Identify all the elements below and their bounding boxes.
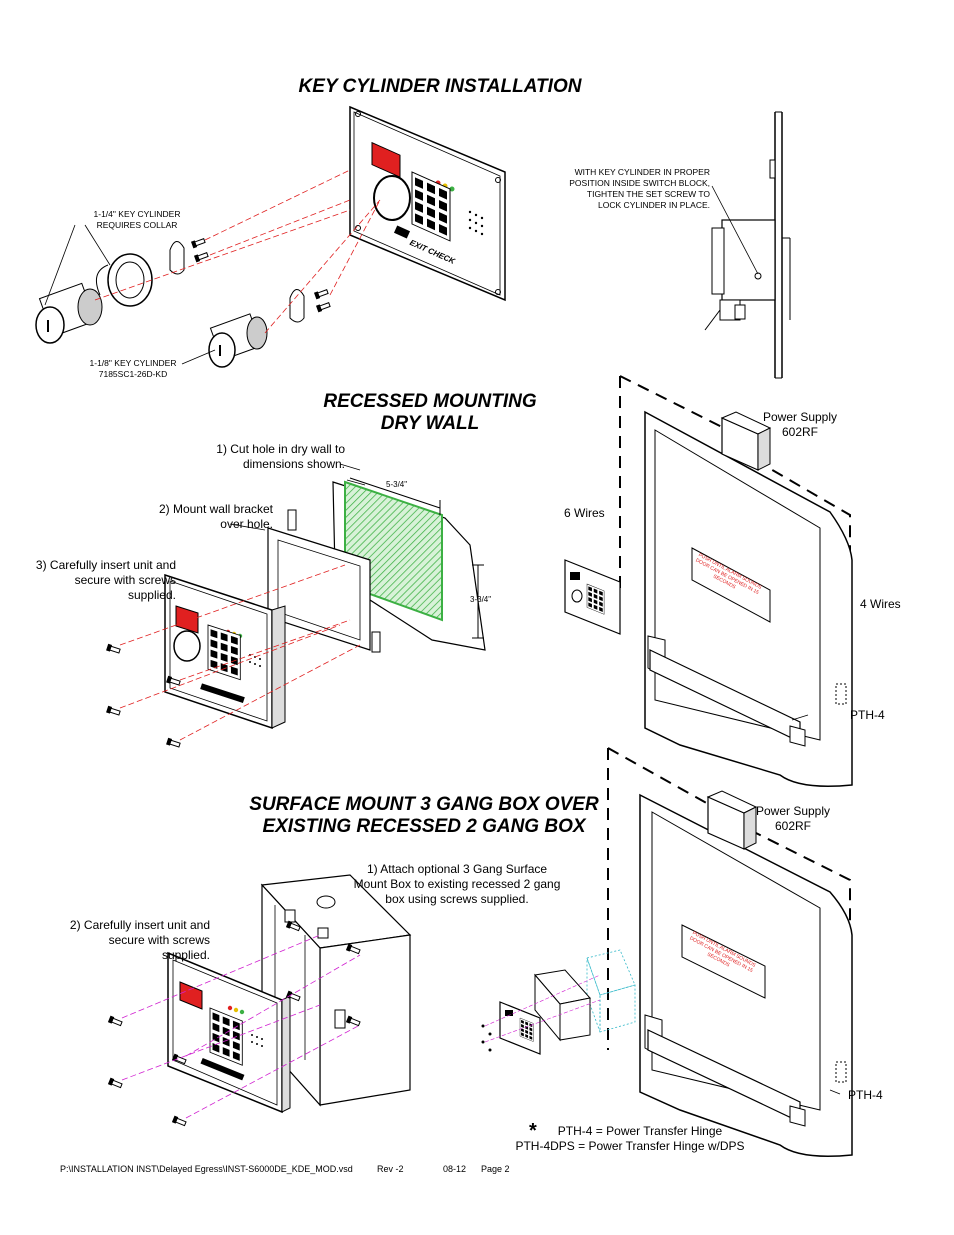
step-attach-box-line1: 1) Attach optional 3 Gang Surface — [366, 862, 548, 876]
step-insert-unit: 3) Carefully insert unit and secure with… — [10, 558, 176, 603]
footer-rev: Rev -2 — [377, 1164, 404, 1174]
step-mount-bracket-line1: 2) Mount wall bracket — [158, 502, 273, 516]
dim-width: 5-3/4" — [386, 480, 408, 489]
step-attach-box-line3: box using screws supplied. — [385, 892, 529, 906]
step-insert-unit-line3: supplied. — [127, 588, 176, 602]
label-power-supply-1: Power Supply 602RF — [745, 410, 855, 440]
title-surface: SURFACE MOUNT 3 GANG BOX OVER EXISTING R… — [235, 794, 613, 838]
step-mount-bracket-line2: over hole. — [220, 517, 273, 531]
step-insert-surface-unit-line1: 2) Carefully insert unit and — [69, 918, 210, 932]
legend-line2: PTH-4DPS = Power Transfer Hinge w/DPS — [515, 1139, 745, 1153]
label-collar: 1-1/4" KEY CYLINDER REQUIRES COLLAR — [62, 209, 212, 231]
step-insert-unit-line1: 3) Carefully insert unit and — [35, 558, 176, 572]
step-attach-box-line2: Mount Box to existing recessed 2 gang — [353, 877, 561, 891]
legend-star-icon: * — [529, 1120, 537, 1142]
label-power-supply-2-line2: 602RF — [774, 819, 812, 833]
label-pth-1: PTH-4 — [850, 708, 885, 722]
label-power-supply-2-line1: Power Supply — [755, 804, 831, 818]
surface-unit — [107, 920, 362, 1128]
step-insert-surface-unit-line3: supplied. — [161, 948, 210, 962]
door-recessed — [564, 375, 853, 787]
key-cylinder-parts — [35, 169, 381, 368]
switch-block-side-view — [704, 111, 791, 379]
recessed-unit — [105, 564, 361, 749]
step-attach-box: 1) Attach optional 3 Gang Surface Mount … — [330, 862, 584, 907]
label-power-supply-2: Power Supply 602RF — [738, 804, 848, 834]
title-recessed: RECESSED MOUNTING DRY WALL — [285, 391, 575, 435]
label-cylinder-line2: 7185SC1-26D-KD — [98, 369, 168, 379]
label-cylinder-line1: 1-1/8" KEY CYLINDER — [89, 358, 177, 368]
step-mount-bracket: 2) Mount wall bracket over hole. — [100, 502, 273, 532]
legend: PTH-4 = Power Transfer Hinge PTH-4DPS = … — [500, 1124, 760, 1154]
step-cut-hole-line1: 1) Cut hole in dry wall to — [216, 442, 345, 456]
door-surface — [481, 747, 853, 1157]
footer-path: P:\INSTALLATION INST\Delayed Egress\INST… — [60, 1164, 353, 1174]
label-collar-line2: REQUIRES COLLAR — [96, 220, 178, 230]
label-pth-2: PTH-4 — [848, 1088, 883, 1102]
leader-lines — [229, 463, 841, 1095]
step-cut-hole: 1) Cut hole in dry wall to dimensions sh… — [170, 442, 345, 472]
label-power-supply-1-line1: Power Supply — [762, 410, 838, 424]
step-insert-surface-unit-line2: secure with screws — [108, 933, 210, 947]
label-cylinder: 1-1/8" KEY CYLINDER 7185SC1-26D-KD — [58, 358, 208, 380]
footer-page: Page 2 — [481, 1164, 510, 1174]
label-4-wires: 4 Wires — [860, 597, 901, 611]
dim-height: 3-3/4" — [470, 595, 492, 604]
title-surface-line2: EXISTING RECESSED 2 GANG BOX — [262, 816, 586, 837]
label-set-screw-line4: LOCK CYLINDER IN PLACE. — [598, 200, 710, 210]
legend-line1: PTH-4 = Power Transfer Hinge — [557, 1124, 723, 1138]
label-set-screw-line2: POSITION INSIDE SWITCH BLOCK, — [569, 178, 710, 188]
title-key-cylinder: KEY CYLINDER INSTALLATION — [298, 76, 582, 97]
step-insert-unit-line2: secure with screws — [74, 573, 176, 587]
label-set-screw: WITH KEY CYLINDER IN PROPER POSITION INS… — [540, 167, 710, 211]
label-collar-line1: 1-1/4" KEY CYLINDER — [93, 209, 181, 219]
label-6-wires: 6 Wires — [564, 506, 605, 520]
title-recessed-line2: DRY WALL — [380, 413, 480, 434]
step-cut-hole-line2: dimensions shown. — [242, 457, 345, 471]
wall-bracket — [267, 509, 381, 653]
key-cylinder-faceplate — [349, 105, 506, 302]
label-set-screw-line1: WITH KEY CYLINDER IN PROPER — [574, 167, 710, 177]
title-surface-line1: SURFACE MOUNT 3 GANG BOX OVER — [249, 794, 599, 815]
title-recessed-line1: RECESSED MOUNTING — [323, 391, 537, 412]
label-power-supply-1-line2: 602RF — [781, 425, 819, 439]
label-set-screw-line3: TIGHTEN THE SET SCREW TO — [586, 189, 710, 199]
step-insert-surface-unit: 2) Carefully insert unit and secure with… — [40, 918, 210, 963]
footer-date: 08-12 — [443, 1164, 467, 1174]
